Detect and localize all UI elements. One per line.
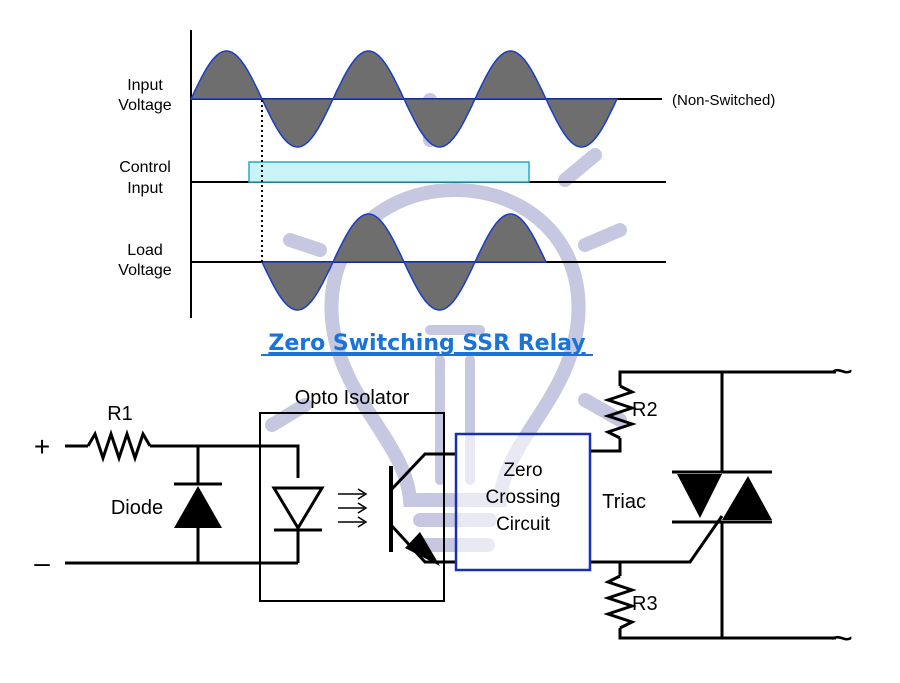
diode-label: Diode — [111, 497, 163, 519]
load-voltage-label-2: Voltage — [118, 262, 171, 279]
ac-bottom-label: ~ — [831, 618, 853, 660]
minus-label: – — [34, 547, 50, 578]
non-switched-label: (Non-Switched) — [672, 92, 775, 109]
triac-label: Triac — [602, 491, 646, 513]
plus-label: + — [34, 431, 50, 462]
control-input-label-1: Control — [119, 159, 171, 176]
zc-top-wire — [590, 438, 622, 453]
input-voltage-label-1: Input — [127, 77, 163, 94]
r2-label: R2 — [632, 399, 658, 421]
zero-crossing-label-1: Zero — [503, 460, 542, 481]
zero-crossing-label-3: Circuit — [496, 514, 551, 535]
transistor-emitter — [389, 523, 456, 564]
led-triangle — [271, 486, 325, 531]
lightbulb-watermark-icon — [265, 93, 627, 552]
input-voltage-waveform — [189, 50, 619, 148]
opto-isolator-box — [259, 412, 445, 602]
r2-resistor — [603, 384, 637, 440]
r3-resistor — [603, 574, 637, 630]
opto-isolator-label: Opto Isolator — [295, 387, 410, 409]
r3-label: R3 — [632, 593, 658, 615]
r2-top-wire — [618, 370, 836, 386]
zc-bottom-wire — [590, 515, 724, 564]
r3-bottom-wire — [618, 628, 836, 640]
control-input-pulse — [248, 161, 530, 183]
diagram-title: Zero Switching SSR Relay — [268, 331, 585, 356]
r1-resistor — [86, 429, 152, 463]
light-arrows-icon — [338, 488, 368, 528]
r1-label: R1 — [107, 403, 133, 425]
ac-top-label: ~ — [831, 351, 853, 393]
transistor-collector — [389, 452, 456, 492]
input-voltage-label-2: Voltage — [118, 97, 171, 114]
load-voltage-label-1: Load — [127, 242, 163, 259]
zero-crossing-label-2: Crossing — [486, 487, 561, 508]
triac-triangle-left — [677, 474, 722, 518]
control-input-label-2: Input — [127, 180, 163, 197]
triac-triangle-right — [722, 476, 772, 520]
emitter-arrow — [405, 532, 440, 566]
zero-crossing-box — [454, 432, 592, 572]
diode-triangle — [174, 486, 222, 528]
top-input-wire — [150, 444, 300, 478]
load-voltage-waveform — [260, 213, 548, 311]
